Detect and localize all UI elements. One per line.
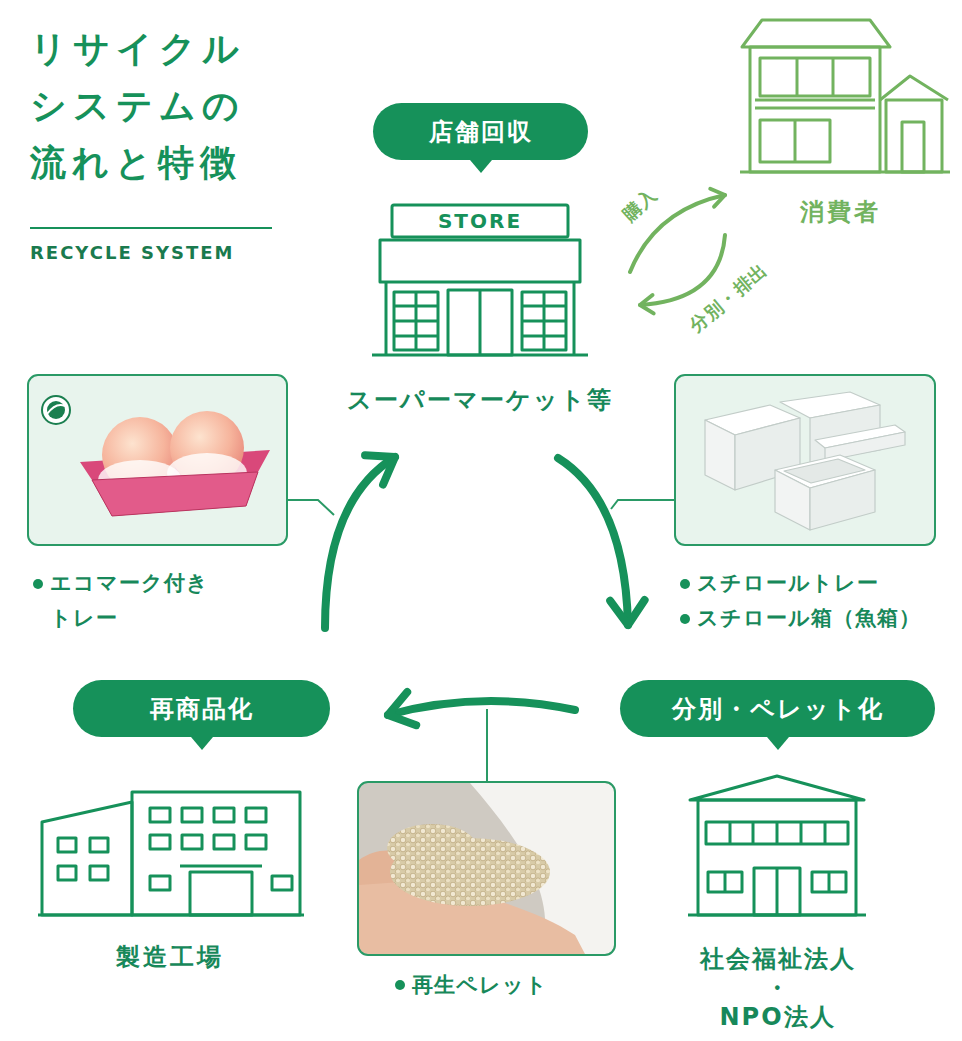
caption-text-holder: エコマーク付き トレー bbox=[50, 566, 275, 636]
subtitle: RECYCLE SYSTEM bbox=[30, 240, 290, 266]
caption-text: 製造工場 bbox=[116, 940, 224, 974]
edge-label: 分別・排出 bbox=[682, 257, 774, 339]
pellet-photo bbox=[358, 782, 615, 955]
caption-text-holder: 社会福祉法人 ・ NPO法人 bbox=[680, 945, 875, 1032]
photo-panel: エコマーク付き トレー bbox=[28, 375, 290, 630]
photo-panel: スチロールトレースチロール箱（魚箱） bbox=[675, 375, 937, 630]
arrow-head bbox=[365, 455, 395, 484]
consumer-house bbox=[740, 20, 950, 172]
store-sign-text-holder: STORE bbox=[392, 206, 568, 236]
step-badge: 分別・ペレット化 bbox=[620, 680, 935, 737]
arrow-head bbox=[640, 295, 654, 313]
arrow-head bbox=[610, 600, 644, 625]
organization-node: 社会福祉法人 ・ NPO法人 bbox=[680, 770, 875, 1035]
badge-text-holder: 分別・ペレット化 bbox=[620, 680, 935, 737]
factory-building bbox=[38, 792, 304, 915]
caption-text: スーパーマーケット等 bbox=[347, 383, 613, 417]
arrow-head bbox=[710, 189, 725, 207]
organization-building bbox=[688, 776, 866, 915]
badge-pointer bbox=[470, 160, 492, 173]
caption-text: 社会福祉法人 ・ NPO法人 bbox=[680, 945, 875, 1032]
consumer-node: 消費者 bbox=[730, 15, 950, 240]
caption-text-holder: スチロールトレー bbox=[697, 566, 932, 601]
bullet-dot bbox=[680, 579, 690, 589]
step-badge: 店舗回収 bbox=[373, 103, 588, 160]
store-building bbox=[372, 205, 588, 355]
subtitle-holder: RECYCLE SYSTEM bbox=[30, 240, 290, 266]
step-badge: 再商品化 bbox=[73, 680, 330, 737]
page-title-holder: リサイクル システムの 流れと特徴 bbox=[30, 20, 280, 191]
page-title: リサイクル システムの 流れと特徴 bbox=[30, 20, 280, 191]
caption-text-holder: 再生ペレット bbox=[412, 970, 607, 1000]
caption-text-holder: スチロール箱（魚箱） bbox=[697, 601, 932, 636]
arrow-head bbox=[388, 692, 416, 725]
caption-text: エコマーク付き トレー bbox=[50, 566, 275, 636]
styrofoam-photo bbox=[675, 375, 935, 545]
tray-photo bbox=[28, 375, 287, 545]
caption-text-holder: 製造工場 bbox=[35, 940, 305, 974]
bullet-dot bbox=[33, 579, 43, 589]
edge-label-holder: 分別・排出 bbox=[682, 257, 774, 339]
arrow-line bbox=[388, 701, 575, 715]
flow-arrow bbox=[325, 455, 395, 628]
badge-pointer bbox=[191, 737, 213, 750]
caption-text: 再生ペレット bbox=[412, 970, 548, 1000]
caption-text-holder: 消費者 bbox=[730, 195, 950, 229]
title-rule bbox=[30, 227, 272, 229]
edge-label-holder: 購入 bbox=[616, 182, 663, 228]
badge-text: 再商品化 bbox=[150, 694, 254, 724]
bullet-dot bbox=[680, 614, 690, 624]
caption-text: 消費者 bbox=[800, 195, 881, 229]
badge-text: 店舗回収 bbox=[429, 117, 533, 147]
caption-text: スチロール箱（魚箱） bbox=[697, 601, 921, 636]
badge-pointer bbox=[767, 737, 789, 750]
caption-text: スチロールトレー bbox=[697, 566, 879, 601]
edge-label: 購入 bbox=[616, 182, 663, 228]
bullet-dot bbox=[395, 980, 405, 990]
badge-text-holder: 再商品化 bbox=[73, 680, 330, 737]
arrow-line bbox=[558, 458, 628, 625]
photo-panel: 再生ペレット bbox=[358, 782, 615, 1000]
flow-arrow bbox=[388, 692, 575, 725]
factory-node: 製造工場 bbox=[35, 785, 305, 980]
caption-text-holder: スーパーマーケット等 bbox=[330, 383, 630, 417]
badge-text: 分別・ペレット化 bbox=[672, 694, 884, 724]
flow-arrow bbox=[558, 458, 645, 625]
store-sign-text: STORE bbox=[392, 206, 568, 236]
badge-text-holder: 店舗回収 bbox=[373, 103, 588, 160]
